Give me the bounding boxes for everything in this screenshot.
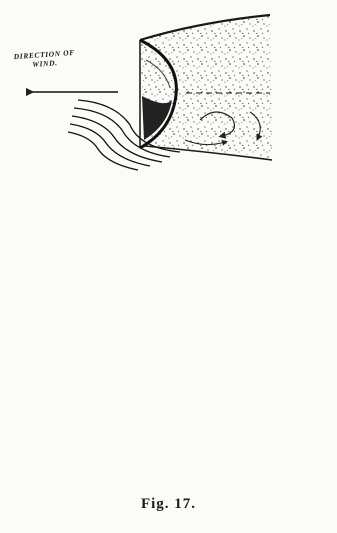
figure-caption: Fig. 17. bbox=[0, 496, 337, 513]
diagram-curved-plate bbox=[30, 15, 272, 170]
